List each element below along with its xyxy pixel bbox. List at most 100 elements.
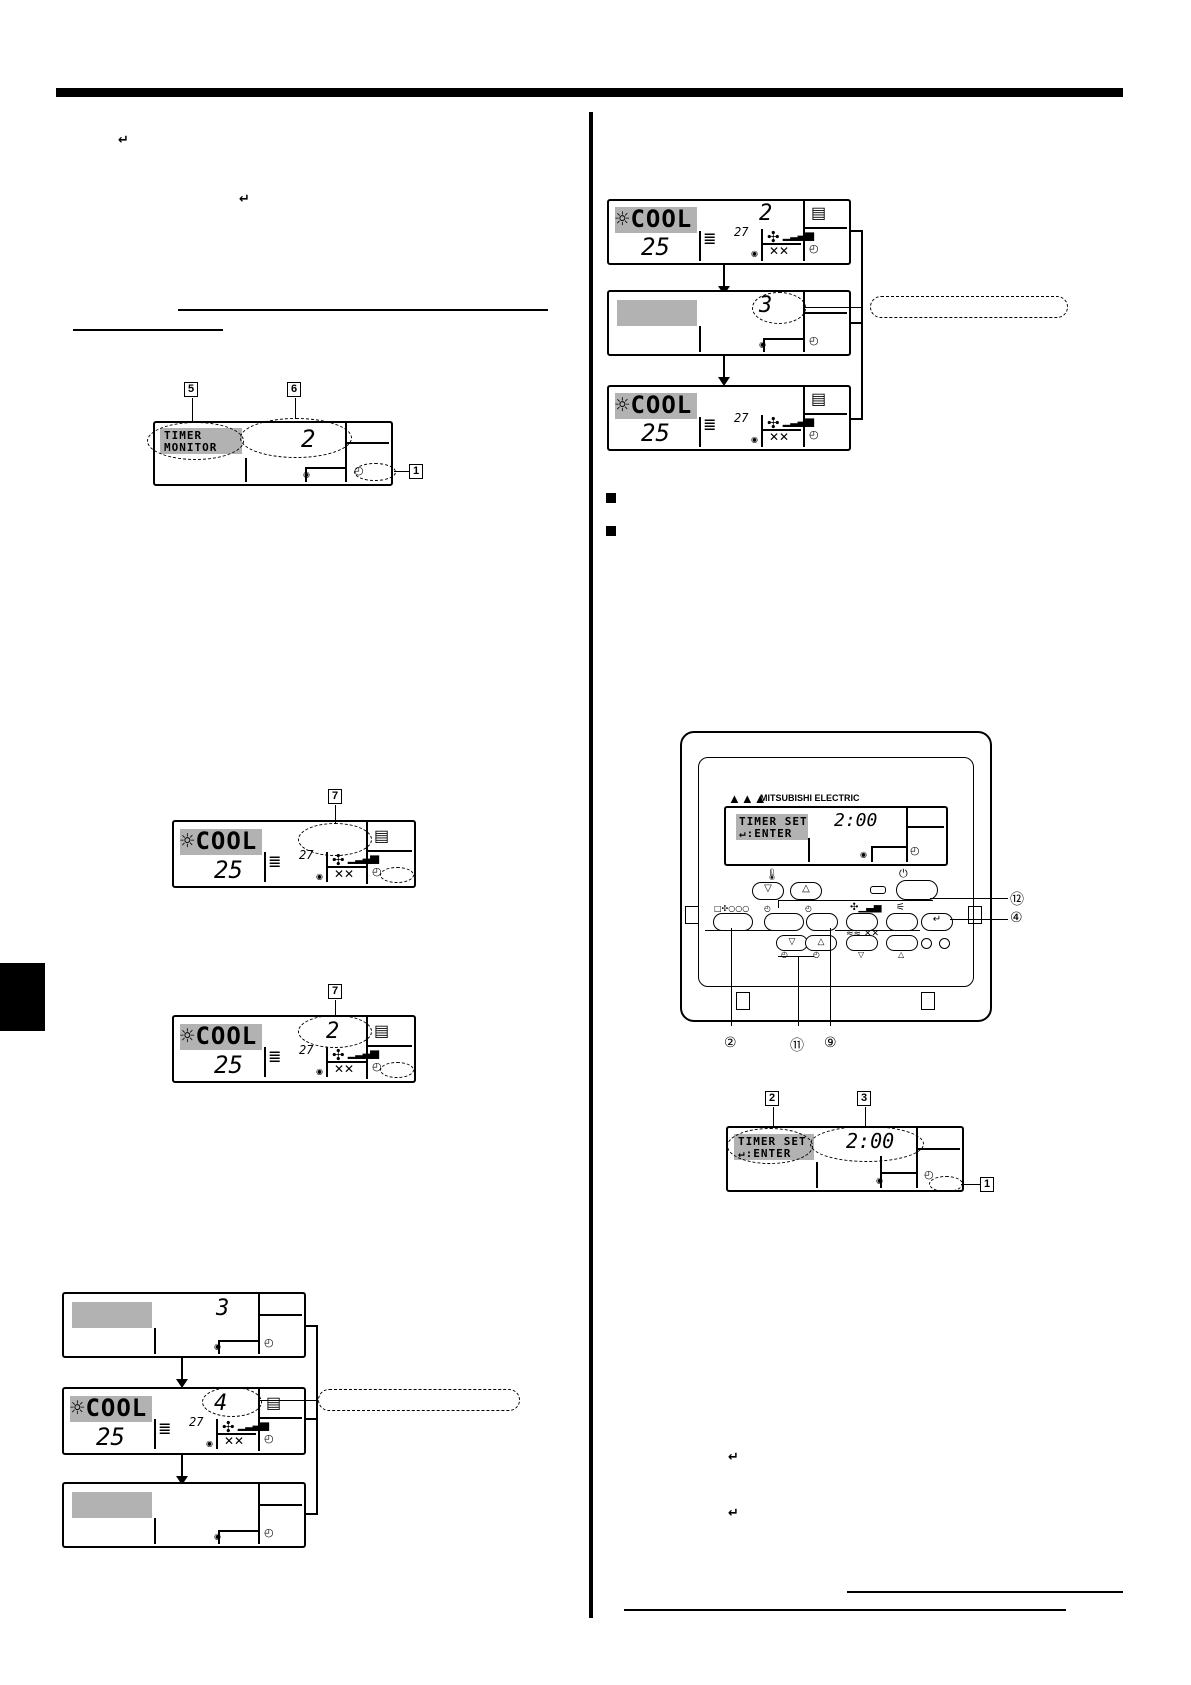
return-glyph: ↵ [118,133,129,148]
set-time-up-button[interactable]: △ [805,935,837,951]
filter-icon: ▤ [811,391,827,408]
fan-speed-icon: ▁▂▃▅ [238,1419,269,1431]
label-box: 1 [409,464,423,479]
mode-text: ☼COOL [180,829,262,855]
fan-icon: ✣ [767,229,780,246]
timer-menu-button[interactable] [764,913,804,931]
filter-icon: ▤ [266,1395,282,1412]
timer-on-off-button[interactable] [806,913,838,931]
callout-number: ⑫ [1010,892,1024,908]
label-box: 1 [980,1177,994,1192]
highlight-oval [202,1387,262,1417]
segment-value: 3 [216,1296,230,1321]
room-temperature: 27 [189,1415,204,1429]
underline [178,309,548,311]
dot-icon: ◉ [214,1342,221,1351]
callout-number: ② [724,1035,737,1051]
louver-icon: ≣ [268,854,282,871]
lcd-display-stack-top: 3 ◉ ◴ [62,1292,306,1358]
callout-box [870,296,1068,318]
highlight-oval [354,463,396,481]
dot-icon: ◉ [206,1439,213,1448]
louver-icon: ≣ [703,417,717,434]
arrow-down [176,1358,188,1388]
set-time-down-button[interactable]: ▽ [776,935,808,951]
dot-icon: ◉ [303,470,310,479]
check-button[interactable] [886,935,918,951]
vane-icon: ✕✕ [224,1434,245,1448]
dot-icon: ◉ [316,872,323,881]
temp-down-button[interactable]: ▽ [752,882,784,900]
dot-icon: ◉ [316,1067,323,1076]
lcd-display-stack-middle: ☼COOL 25 27 4 ≣ ✣ ▁▂▃▅ ✕✕ ◉ ▤ ◴ [62,1387,306,1455]
test-run-button[interactable] [846,935,878,951]
bottom-latch [736,992,750,1010]
fan-icon: ✣ [222,1419,235,1436]
louver-icon: ≣ [703,231,717,248]
highlight-oval [298,1015,372,1048]
highlight-oval [929,1176,963,1192]
small-button[interactable] [939,938,950,949]
mitsubishi-logo-icon: ▲▲▲ [728,791,767,806]
vane-icon: ≈≈ ✕✕ [846,929,880,939]
highlight-oval [380,867,414,883]
lcd-display-cool: ☼COOL 25 27 2 ≣ ✣ ▁▂▃▅ ✕✕ ◉ ▤ ◴ [172,1015,416,1083]
highlight-oval [298,823,372,856]
vane-icon: ✕✕ [334,867,355,881]
fan-speed-icon: ▁▂▃▅ [348,852,379,864]
set-temperature: 25 [214,856,243,884]
clock-icon: ◴ [372,866,382,878]
mode-text: ☼COOL [70,1396,152,1422]
dot-icon: ◉ [214,1532,221,1541]
bracket [861,230,863,420]
highlight-oval [147,422,244,460]
set-temperature: 25 [641,419,670,447]
enter-button[interactable]: ↵ [921,913,953,931]
label-box: 7 [328,984,342,999]
vane-icon: ✕✕ [769,244,790,258]
highlight-oval [727,1128,813,1164]
set-temperature: 25 [96,1423,125,1451]
timer-set-text: TIMER SET ↵:ENTER [736,814,808,840]
set-temperature: 25 [641,233,670,261]
side-latch [685,906,699,924]
mode-button[interactable] [713,913,753,931]
mode-icons: □✣○○○ [714,904,750,913]
lcd-display-cool: ☼COOL 25 27 ≣ ✣ ▁▂▃▅ ✕✕ ◉ ▤ ◴ [172,820,416,888]
callout-box [318,1389,520,1411]
remote-lcd: TIMER SET ↵:ENTER 2:00 ◉ ◴ [724,806,948,866]
fan-icon: ✣ [767,415,780,432]
return-glyph: ↵ [728,1506,739,1521]
lcd-display-stack-top: ☼COOL 25 27 2 ≣ ✣ ▁▂▃▅ ✕✕ ◉ ▤ ◴ [607,199,851,265]
small-button[interactable] [921,938,932,949]
return-glyph: ↵ [239,192,250,207]
fan-speed-icon: ✣▁▃▅ [850,902,882,913]
thermometer-icon: 🌡 [765,868,779,881]
power-icon: ⏻ [899,867,908,880]
fan-speed-icon: ▁▂▃▅ [783,415,814,427]
time-value: 2:00 [834,810,878,831]
clock-icon: ◴ [264,1433,274,1445]
bottom-latch [921,992,935,1010]
lcd-display-stack-bottom: ◉ ◴ [62,1482,306,1548]
clock-icon: ◴ [809,243,819,255]
underline [624,1609,1066,1611]
clock-icon: ◴ [764,904,771,913]
clock-icon: ◴ [372,1061,382,1073]
louver-icon: ≣ [158,1421,172,1438]
lcd-display-stack-middle: 3 ◉ ◴ [607,290,851,356]
side-latch [968,906,982,924]
fan-speed-icon: ▁▂▃▅ [783,229,814,241]
segment-value: 2 [759,201,773,226]
arrow-down [176,1455,188,1485]
on-off-button[interactable] [896,880,938,900]
temp-up-button[interactable]: △ [790,882,822,900]
square-bullet [606,493,616,503]
label-box: 5 [184,382,198,397]
vane-icon: ✕✕ [334,1062,355,1076]
set-temperature: 25 [214,1051,243,1079]
dot-icon: ◉ [860,850,867,859]
callout-number: ⑨ [824,1035,837,1051]
arrow-icon: ▽ [858,950,865,959]
vane-button[interactable] [886,913,918,931]
